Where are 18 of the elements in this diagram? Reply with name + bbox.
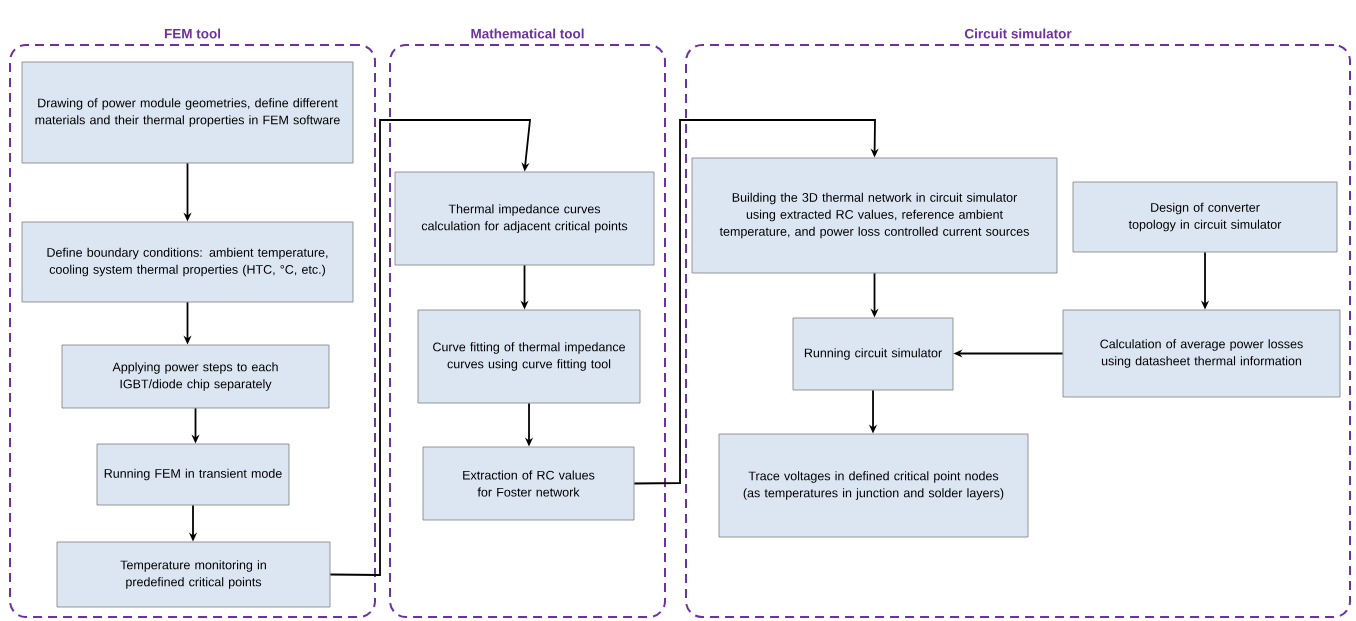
node-label: Mathematical tool bbox=[471, 28, 584, 39]
arrow bbox=[633, 119, 879, 485]
process-box: Extraction of RC values for Foster network bbox=[422, 446, 635, 521]
process-box: Running circuit simulator bbox=[792, 317, 954, 391]
node-label: FEM tool bbox=[164, 28, 221, 39]
process-box: Building the 3D thermal network in circuit simulator using extracted RC values, reference ambient temperature, and power loss controlled current sources bbox=[691, 157, 1058, 274]
process-box: Define boundary conditions: ambient temperature, cooling system thermal properties (HTC, °C, etc.) bbox=[21, 221, 354, 303]
process-box: Curve fitting of thermal impedance curves using curve fitting tool bbox=[417, 309, 641, 404]
process-box: Thermal impedance curves calculation for adjacent critical points bbox=[394, 171, 655, 266]
process-box: Drawing of power module geometries, define different materials and their thermal properties in FEM software bbox=[21, 61, 354, 164]
process-box: Temperature monitoring in predefined critical points bbox=[56, 541, 331, 608]
process-box: Calculation of average power losses using datasheet thermal information bbox=[1062, 309, 1341, 398]
arrow bbox=[329, 119, 531, 576]
process-box: Applying power steps to each IGBT/diode chip separately bbox=[61, 344, 330, 409]
process-box: Design of converter topology in circuit simulator bbox=[1072, 181, 1338, 253]
process-box: Running FEM in transient mode bbox=[96, 443, 290, 506]
process-box: Trace voltages in defined critical point nodes (as temperatures in junction and solder layers) bbox=[718, 433, 1029, 538]
node-label: Circuit simulator bbox=[964, 28, 1072, 39]
